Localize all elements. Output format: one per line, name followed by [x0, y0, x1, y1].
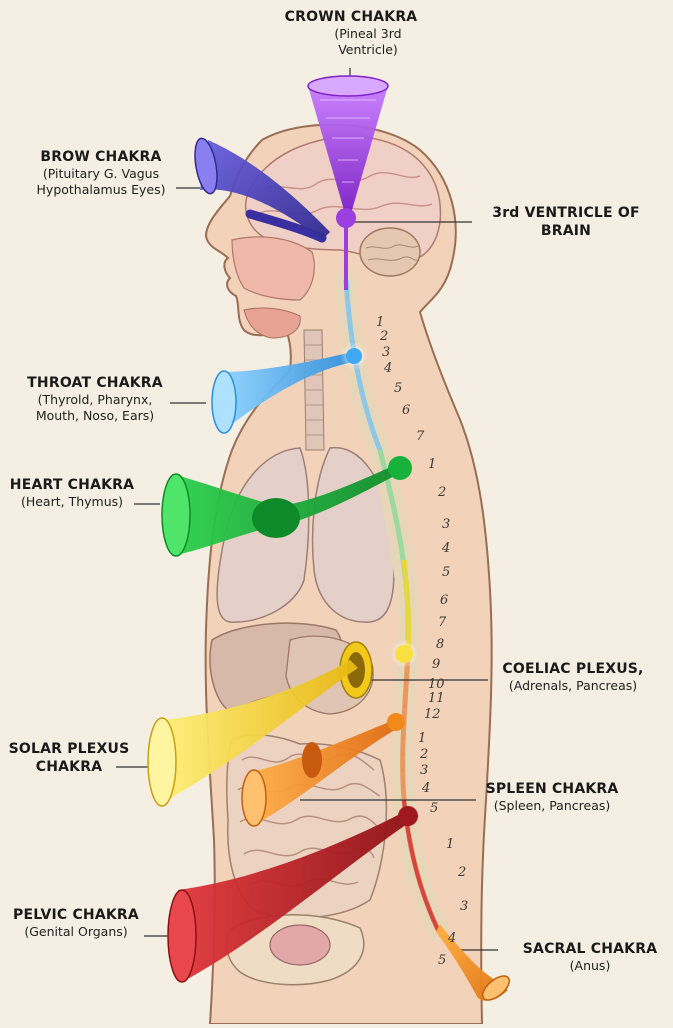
spleen-chakra-funnel	[241, 713, 405, 827]
throat-chakra-title: THROAT CHAKRA	[27, 375, 163, 391]
sacral-chakra-desc-1: (Anus)	[569, 958, 611, 973]
sacral-chakra-label: SACRAL CHAKRA (Anus)	[512, 940, 668, 974]
left-lung	[216, 447, 310, 623]
thoracic-vertebra-7: 7	[438, 615, 447, 630]
thoracic-vertebra-11: 11	[428, 691, 445, 706]
lumbar-vertebra-1: 1	[418, 731, 426, 746]
solar-plexus-funnel	[147, 660, 358, 807]
throat-chakra-desc-1: (Thyrold, Pharynx,	[37, 392, 153, 407]
brow-chakra-funnel	[194, 137, 330, 240]
pelvic-chakra-title: PELVIC CHAKRA	[13, 907, 139, 923]
cervical-vertebra-3: 3	[382, 345, 390, 360]
thoracic-vertebra-6: 6	[440, 593, 448, 608]
crown-chakra-desc-1: (Pineal 3rd	[334, 26, 402, 41]
throat-chakra-desc-2: Mouth, Noso, Ears)	[35, 408, 155, 423]
sacral-vertebra-5: 5	[438, 953, 446, 968]
brow-chakra-desc-2: Hypothalamus Eyes)	[36, 182, 166, 197]
thoracic-vertebra-8: 8	[436, 637, 444, 652]
thoracic-vertebra-1: 1	[428, 457, 436, 472]
brow-chakra-label: BROW CHAKRA (Pituitary G. Vagus Hypothal…	[18, 148, 184, 198]
cervical-vertebra-4: 4	[383, 361, 392, 376]
cerebellum	[359, 227, 421, 277]
thoracic-vertebra-5: 5	[442, 565, 450, 580]
spleen-chakra-label: SPLEEN CHAKRA (Spleen, Pancreas)	[470, 780, 634, 814]
brow-nerve-band	[245, 209, 327, 243]
nasal-cavity	[231, 236, 315, 301]
coeliac-plexus-title: COELIAC PLEXUS,	[502, 661, 644, 677]
sacral-vertebra-1: 1	[446, 837, 454, 852]
third-ventricle-title-2: BRAIN	[540, 223, 592, 239]
third-ventricle-label: 3rd VENTRICLE OF BRAIN	[476, 204, 656, 240]
lumbar-vertebra-3: 3	[420, 763, 428, 778]
brow-chakra-title: BROW CHAKRA	[40, 149, 162, 165]
throat-chakra-label: THROAT CHAKRA (Thyrold, Pharynx, Mouth, …	[14, 374, 176, 424]
sacral-chakra-funnel	[436, 924, 511, 1001]
heart-chakra-label: HEART CHAKRA (Heart, Thymus)	[4, 476, 140, 510]
cervical-vertebra-1: 1	[376, 315, 384, 330]
solar-plexus-label: SOLAR PLEXUS CHAKRA	[6, 740, 132, 776]
thoracic-vertebra-12: 12	[424, 707, 441, 722]
sacral-chakra-title: SACRAL CHAKRA	[522, 941, 658, 957]
cervical-vertebra-7: 7	[416, 429, 425, 444]
cervical-vertebra-5: 5	[394, 381, 402, 396]
crown-chakra-desc-2: Ventricle)	[338, 42, 398, 57]
lumbar-vertebra-4: 4	[421, 781, 430, 796]
thoracic-vertebra-9: 9	[432, 657, 440, 672]
thoracic-vertebra-2: 2	[437, 485, 446, 500]
pelvic-chakra-desc-1: (Genital Organs)	[24, 924, 128, 939]
pelvic-chakra-label: PELVIC CHAKRA (Genital Organs)	[4, 906, 148, 940]
bladder	[269, 924, 331, 966]
coeliac-plexus-desc-1: (Adrenals, Pancreas)	[508, 678, 638, 693]
pelvic-chakra-funnel	[167, 806, 418, 983]
heart-chakra-title: HEART CHAKRA	[9, 477, 135, 493]
sacral-vertebra-4: 4	[447, 931, 456, 946]
throat-chakra-funnel	[211, 342, 368, 434]
cervical-vertebra-2: 2	[379, 329, 388, 344]
brow-chakra-desc-1: (Pituitary G. Vagus	[42, 166, 160, 181]
cervical-vertebra-6: 6	[402, 403, 410, 418]
heart-chakra-desc-1: (Heart, Thymus)	[20, 494, 124, 509]
crown-chakra-title: CROWN CHAKRA	[284, 9, 418, 25]
crown-chakra-label: CROWN CHAKRA (Pineal 3rd Ventricle)	[268, 8, 434, 58]
thoracic-vertebra-3: 3	[442, 517, 450, 532]
thoracic-vertebra-4: 4	[441, 541, 450, 556]
coeliac-plexus-label: COELIAC PLEXUS, (Adrenals, Pancreas)	[488, 660, 658, 694]
thoracic-vertebra-10: 10	[428, 677, 445, 692]
solar-plexus-title-1: SOLAR PLEXUS	[8, 741, 130, 757]
lumbar-vertebra-5: 5	[430, 801, 438, 816]
spleen-chakra-desc-1: (Spleen, Pancreas)	[493, 798, 611, 813]
lumbar-vertebra-2: 2	[419, 747, 428, 762]
sacral-vertebra-3: 3	[460, 899, 468, 914]
solar-plexus-title-2: CHAKRA	[35, 759, 103, 775]
heart-organ-glow	[252, 498, 300, 538]
third-ventricle-title-1: 3rd VENTRICLE OF	[492, 205, 640, 221]
spleen-chakra-title: SPLEEN CHAKRA	[485, 781, 619, 797]
heart-chakra-funnel	[161, 456, 412, 557]
crown-chakra-funnel	[307, 75, 389, 228]
sacral-vertebra-2: 2	[457, 865, 466, 880]
